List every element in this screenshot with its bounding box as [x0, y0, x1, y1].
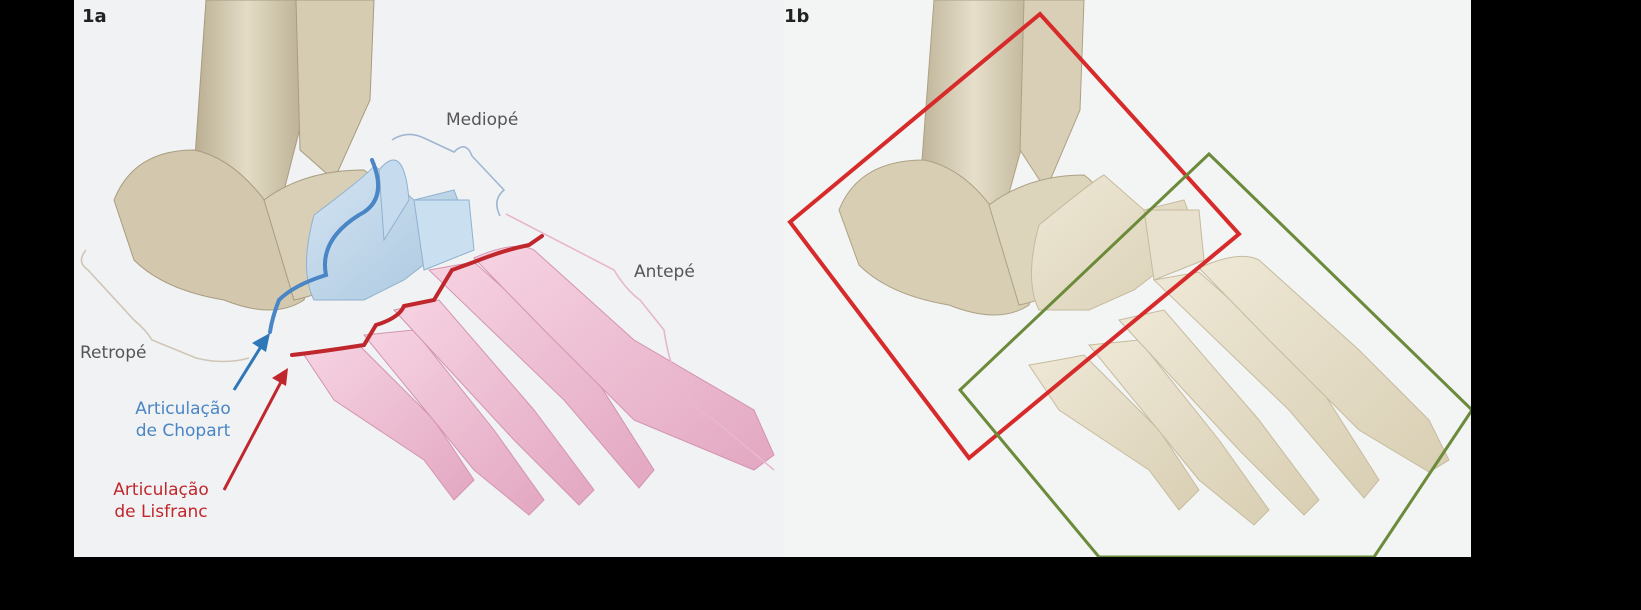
chopart-label-line2: de Chopart	[108, 420, 258, 442]
panel-label-1b: 1b	[784, 6, 809, 27]
chopart-arrow	[234, 333, 270, 390]
lisfranc-label-line2: de Lisfranc	[86, 501, 236, 523]
bottom-black-margin	[0, 557, 1641, 610]
lisfranc-label-line1: Articulação	[86, 479, 236, 501]
foot-regions-illustration-1b	[784, 0, 1471, 557]
retrope-label: Retropé	[80, 343, 146, 363]
panel-label-1a: 1a	[82, 6, 107, 27]
mediope-label: Mediopé	[446, 110, 518, 130]
lisfranc-label: Articulação de Lisfranc	[86, 479, 236, 523]
chopart-label-line1: Articulação	[108, 398, 258, 420]
antepe-label: Antepé	[634, 262, 695, 282]
figure-panel-1a: 1a	[74, 0, 794, 557]
chopart-label: Articulação de Chopart	[108, 398, 258, 442]
figure-panel-1b: 1b	[784, 0, 1471, 557]
